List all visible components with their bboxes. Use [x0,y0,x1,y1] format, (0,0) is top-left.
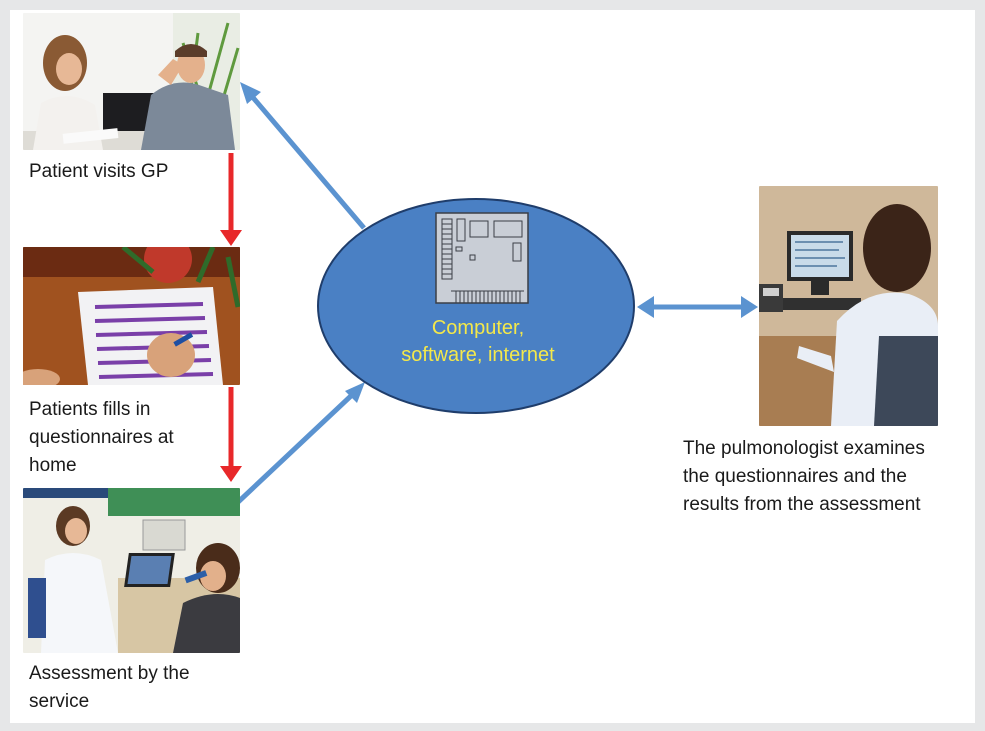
caption-line: The pulmonologist examines [683,438,925,459]
photo-gp-visit [23,13,240,150]
caption-line: questionnaires at [29,427,174,448]
caption-line: results from the assessment [683,494,921,515]
circuit-board-icon [435,212,529,304]
link-arrow-hub-to-gp [240,82,366,230]
caption-line: home [29,455,77,476]
hub-label-line: software, internet [401,344,555,366]
link-arrow-assessment-to-hub [234,382,365,506]
hub-ellipse [317,198,635,414]
diagram-canvas: Computer, software, internet Patient vis… [10,10,975,723]
caption-assessment: Assessment by the service [29,660,190,716]
arrow-layer [220,82,758,506]
caption-line: service [29,691,90,712]
caption-line: Assessment by the [29,663,190,684]
link-arrow-hub-specialist [637,296,758,318]
caption-questionnaire: Patients fills in questionnaires at home [29,396,174,480]
photo-pulmonologist [759,186,938,426]
caption-gp-visit: Patient visits GP [29,158,168,186]
hub-label: Computer, software, internet [318,315,638,369]
caption-line: the questionnaires and the [683,466,907,487]
hub-label-line: Computer, [431,317,525,339]
caption-line: Patients fills in [29,399,151,420]
photo-assessment [23,488,240,653]
photo-questionnaire [23,247,240,385]
caption-line: Patient visits GP [29,161,169,182]
flow-arrow-home-to-assessment [220,387,242,482]
flow-arrow-gp-to-home [220,153,242,246]
caption-pulmonologist: The pulmonologist examines the questionn… [683,435,925,519]
